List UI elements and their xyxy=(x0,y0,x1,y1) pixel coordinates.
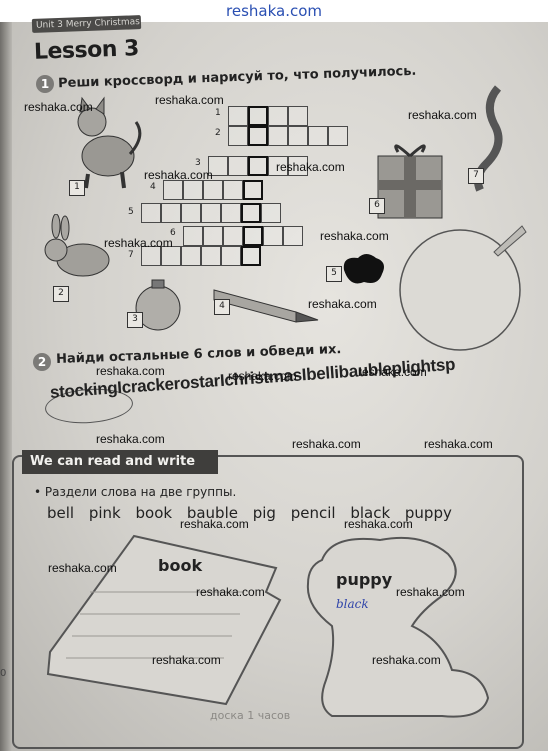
unit-strip: Unit 3 Merry Christmas xyxy=(31,15,142,33)
watermark: reshaka.com xyxy=(104,236,173,250)
puppy-shape xyxy=(306,536,490,718)
watermark: reshaka.com xyxy=(196,585,265,599)
watermark: reshaka.com xyxy=(276,160,345,174)
cat-picture xyxy=(77,96,142,189)
crossword-cell[interactable] xyxy=(208,156,228,176)
crossword-cell[interactable] xyxy=(161,203,181,223)
picture-label: 6 xyxy=(369,198,385,214)
crossword-key-cell[interactable] xyxy=(248,126,268,146)
crossword-key-cell[interactable] xyxy=(248,156,268,176)
watermark: reshaka.com xyxy=(320,229,389,243)
exercise-number-1: 1 xyxy=(36,75,54,93)
crossword-cell[interactable] xyxy=(228,156,248,176)
watermark: reshaka.com xyxy=(96,364,165,378)
book-shape xyxy=(46,534,282,706)
crossword-cell[interactable] xyxy=(181,246,201,266)
watermark: reshaka.com xyxy=(155,93,224,107)
crossword-cell[interactable] xyxy=(223,226,243,246)
watermark: reshaka.com xyxy=(96,432,165,446)
crossword-cell[interactable] xyxy=(268,126,288,146)
crossword-cell[interactable] xyxy=(201,203,221,223)
page-number: 0 xyxy=(0,668,7,679)
faded-footer-text: доска 1 часов xyxy=(210,709,291,722)
picture-label: 1 xyxy=(69,180,85,196)
crossword-number: 1 xyxy=(215,108,221,118)
crossword-cell[interactable] xyxy=(308,126,328,146)
crossword-cell[interactable] xyxy=(261,203,281,223)
crossword-number: 4 xyxy=(150,182,156,192)
crossword-cell[interactable] xyxy=(163,180,183,200)
crossword-cell[interactable] xyxy=(288,106,308,126)
pencil-picture xyxy=(213,289,319,323)
crossword-cell[interactable] xyxy=(183,180,203,200)
crossword-cell[interactable] xyxy=(141,203,161,223)
group-left-title: book xyxy=(158,556,203,575)
crossword-key-cell[interactable] xyxy=(248,106,268,126)
circle-drawing xyxy=(399,225,527,351)
section-banner: We can read and write xyxy=(22,450,218,474)
crossword-cell[interactable] xyxy=(288,126,308,146)
watermark: reshaka.com xyxy=(180,517,249,531)
watermark: reshaka.com xyxy=(228,369,297,383)
watermark: reshaka.com xyxy=(344,517,413,531)
gift-box-picture xyxy=(377,144,443,219)
watermark: reshaka.com xyxy=(24,100,93,114)
watermark: reshaka.com xyxy=(358,365,427,379)
crossword-cell[interactable] xyxy=(268,156,288,176)
watermark: reshaka.com xyxy=(396,585,465,599)
crossword-key-cell[interactable] xyxy=(241,246,261,266)
rabbit-picture xyxy=(44,214,110,277)
watermark: reshaka.com xyxy=(48,561,117,575)
ink-blot-picture xyxy=(343,254,384,284)
exercise-1-instruction: Реши кроссворд и нарисуй то, что получил… xyxy=(57,63,417,92)
crossword-number: 5 xyxy=(128,207,134,217)
crossword-key-cell[interactable] xyxy=(243,226,263,246)
lesson-title: Lesson 3 xyxy=(33,36,140,65)
picture-label: 3 xyxy=(127,312,143,328)
page-shadow-left xyxy=(0,0,12,751)
group-right-title: puppy xyxy=(336,570,393,589)
bauble-picture xyxy=(135,279,181,331)
sorting-instruction: • Раздели слова на две группы. xyxy=(34,485,237,499)
crossword-cell[interactable] xyxy=(203,180,223,200)
read-write-box xyxy=(12,455,524,749)
watermark: reshaka.com xyxy=(144,168,213,182)
crossword-cell[interactable] xyxy=(181,203,201,223)
crossword-number: 7 xyxy=(128,250,134,260)
crossword-key-cell[interactable] xyxy=(241,203,261,223)
crossword-cell[interactable] xyxy=(223,180,243,200)
handwritten-answer: black xyxy=(336,597,369,611)
crossword-cell[interactable] xyxy=(183,226,203,246)
picture-label: 2 xyxy=(53,286,69,302)
crossword-cell[interactable] xyxy=(228,126,248,146)
watermark: reshaka.com xyxy=(292,437,361,451)
exercise-number-2: 2 xyxy=(33,353,51,371)
crossword-cell[interactable] xyxy=(328,126,348,146)
crossword-cell[interactable] xyxy=(288,156,308,176)
watermark: reshaka.com xyxy=(152,653,221,667)
watermark: reshaka.com xyxy=(372,653,441,667)
crossword-cell[interactable] xyxy=(283,226,303,246)
crossword-key-cell[interactable] xyxy=(243,180,263,200)
crossword-cell[interactable] xyxy=(268,106,288,126)
word-list: bell pink book bauble pig pencil black p… xyxy=(47,504,452,522)
crossword-cell[interactable] xyxy=(141,246,161,266)
watermark: reshaka.com xyxy=(408,108,477,122)
crossword-cell[interactable] xyxy=(263,226,283,246)
crossword-number: 3 xyxy=(195,158,201,168)
crossword-cell[interactable] xyxy=(161,246,181,266)
crossword-number: 2 xyxy=(215,128,221,138)
crossword-cell[interactable] xyxy=(201,246,221,266)
watermark: reshaka.com xyxy=(308,297,377,311)
crossword-cell[interactable] xyxy=(228,106,248,126)
crossword-cell[interactable] xyxy=(221,203,241,223)
crossword-cell[interactable] xyxy=(203,226,223,246)
crossword-number: 6 xyxy=(170,228,176,238)
watermark: reshaka.com xyxy=(424,437,493,451)
picture-label: 4 xyxy=(214,299,230,315)
picture-label: 7 xyxy=(468,168,484,184)
picture-label: 5 xyxy=(326,266,342,282)
crossword-cell[interactable] xyxy=(221,246,241,266)
